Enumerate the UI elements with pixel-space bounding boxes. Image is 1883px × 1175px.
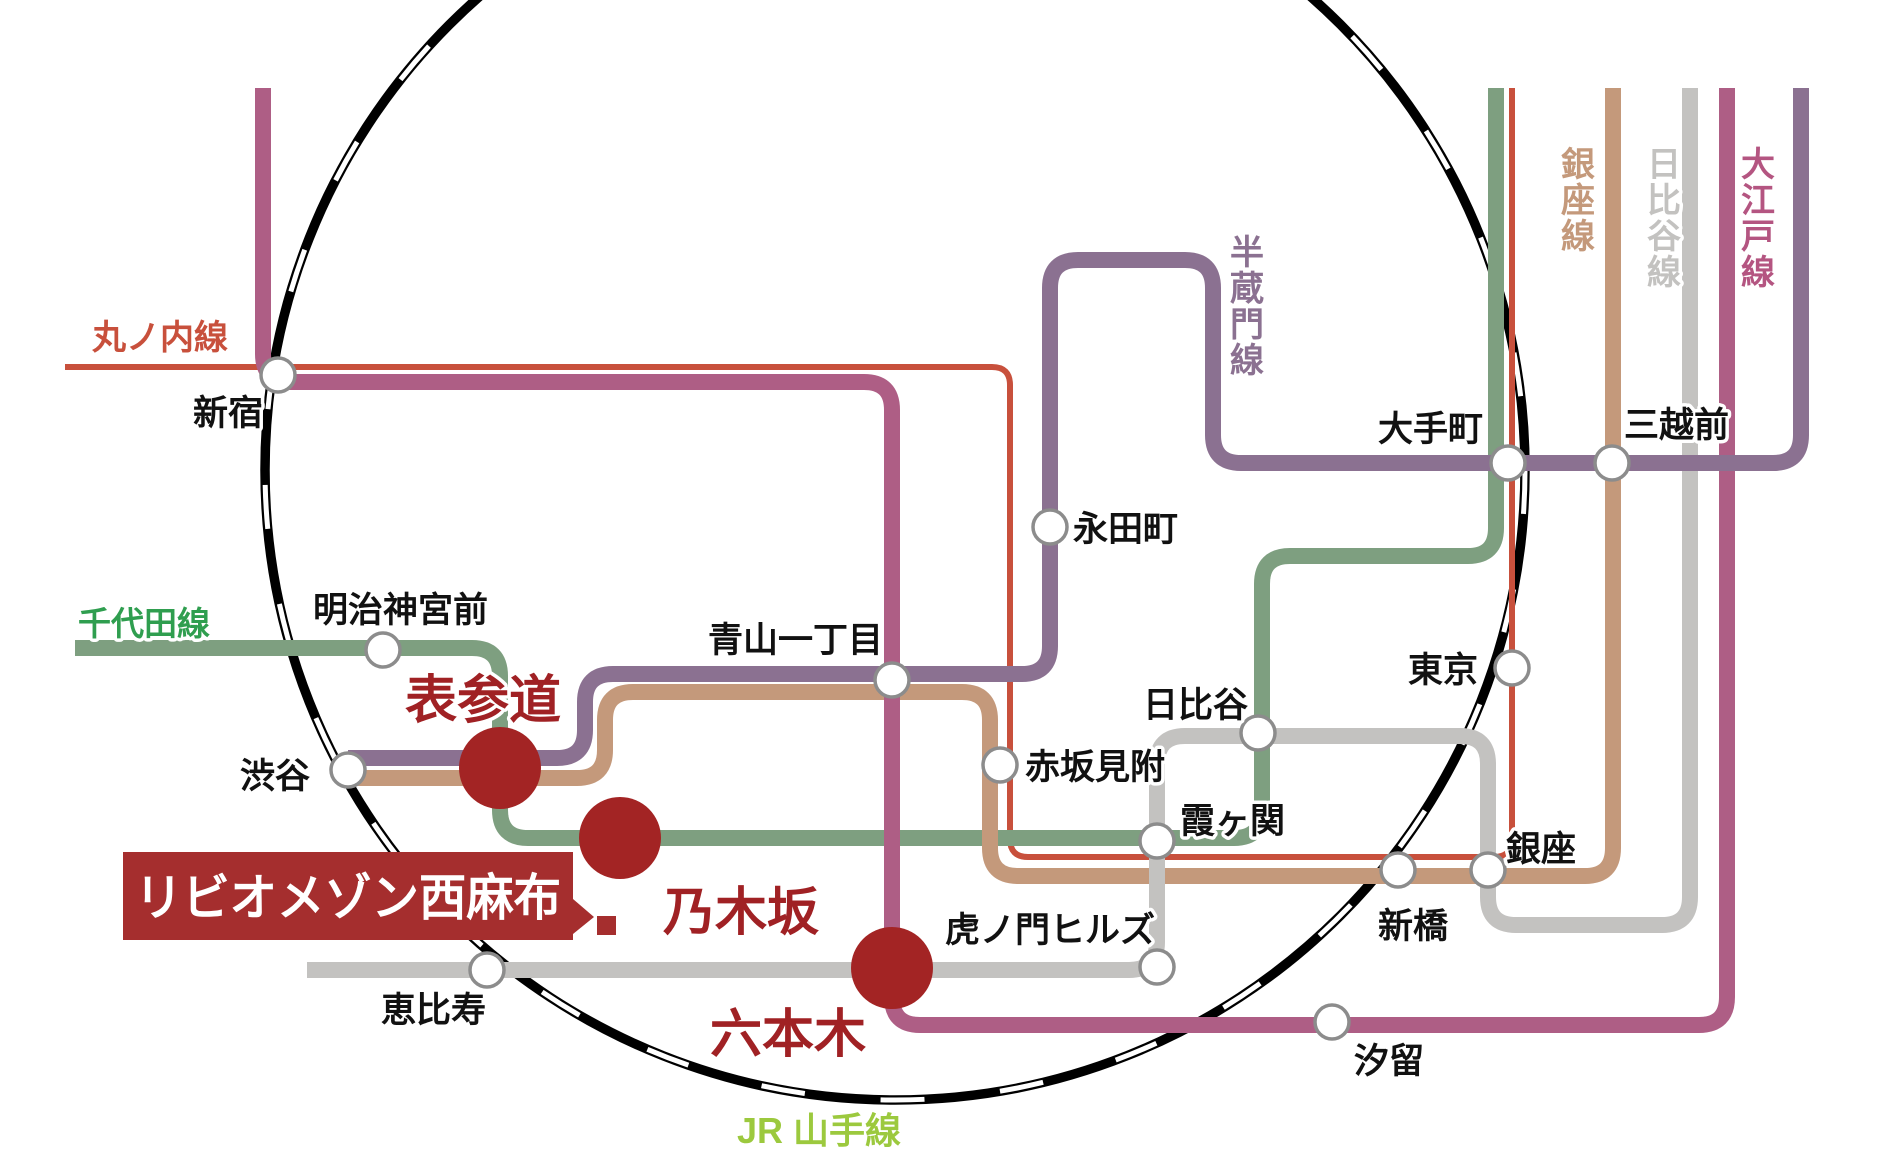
- line-label-hanzomon: 半蔵門線: [1230, 234, 1264, 380]
- station-label-東京: 東京: [1408, 650, 1478, 690]
- line-label-marunouchi: 丸ノ内線: [91, 319, 228, 357]
- station-label-新橋: 新橋: [1378, 907, 1449, 946]
- station-dot-恵比寿: [468, 951, 506, 989]
- property-name: リビオメゾン西麻布: [135, 870, 561, 926]
- line-label-ginza: 銀座線: [1561, 146, 1595, 256]
- station-dot-大手町: [1489, 444, 1527, 482]
- line-chiyoda: [75, 88, 1504, 846]
- station-dot-三越前: [1593, 444, 1631, 482]
- station-dot-虎ノ門ヒルズ: [1138, 948, 1176, 986]
- line-label-oedo: 大江戸線: [1741, 146, 1775, 292]
- station-dot-新宿: [259, 356, 297, 394]
- station-dot-新橋: [1379, 851, 1417, 889]
- major-station-dot-表参道: [459, 727, 541, 809]
- line-marunouchi: [65, 88, 1515, 860]
- station-dot-東京: [1493, 649, 1531, 687]
- station-label-汐留: 汐留: [1354, 1042, 1424, 1081]
- major-station-dot-六本木: [851, 927, 933, 1009]
- station-label-虎ノ門ヒルズ: 虎ノ門ヒルズ: [945, 910, 1155, 950]
- station-label-三越前: 三越前: [1624, 406, 1729, 445]
- major-station-label-乃木坂: 乃木坂: [663, 884, 819, 942]
- station-dot-永田町: [1031, 508, 1069, 546]
- station-label-新宿: 新宿: [193, 394, 263, 433]
- station-label-明治神宮前: 明治神宮前: [313, 591, 488, 630]
- station-label-青山一丁目: 青山一丁目: [708, 621, 883, 660]
- station-dot-日比谷: [1239, 714, 1277, 752]
- station-label-銀座: 銀座: [1506, 830, 1576, 869]
- yamanote-label: JR 山手線: [737, 1110, 901, 1151]
- station-label-日比谷: 日比谷: [1143, 686, 1248, 725]
- major-station-label-表参道: 表参道: [405, 672, 561, 730]
- station-label-永田町: 永田町: [1073, 510, 1178, 549]
- major-station-label-六本木: 六本木: [710, 1006, 866, 1064]
- line-ginza: [348, 88, 1621, 884]
- major-station-dot-乃木坂: [579, 797, 661, 879]
- station-dot-霞ヶ関: [1138, 822, 1176, 860]
- property-callout-box: [123, 852, 573, 940]
- station-dot-明治神宮前: [364, 631, 402, 669]
- station-dot-青山一丁目: [873, 661, 911, 699]
- station-dot-渋谷: [329, 751, 367, 789]
- station-dot-銀座: [1469, 851, 1507, 889]
- station-label-赤坂見附: 赤坂見附: [1025, 748, 1165, 787]
- station-label-恵比寿: 恵比寿: [381, 991, 486, 1030]
- line-hanzomon: [348, 88, 1809, 766]
- station-dot-汐留: [1313, 1003, 1351, 1041]
- station-dot-赤坂見附: [981, 746, 1019, 784]
- line-label-chiyoda: 千代田線: [78, 605, 210, 642]
- property-location-marker: [597, 916, 616, 935]
- station-label-渋谷: 渋谷: [240, 757, 310, 796]
- station-label-大手町: 大手町: [1378, 410, 1483, 449]
- station-label-霞ヶ関: 霞ヶ関: [1180, 802, 1285, 841]
- line-hibiya: [307, 88, 1698, 978]
- property-callout-arrow: [573, 899, 594, 934]
- line-label-hibiya: 日比谷線: [1647, 146, 1681, 292]
